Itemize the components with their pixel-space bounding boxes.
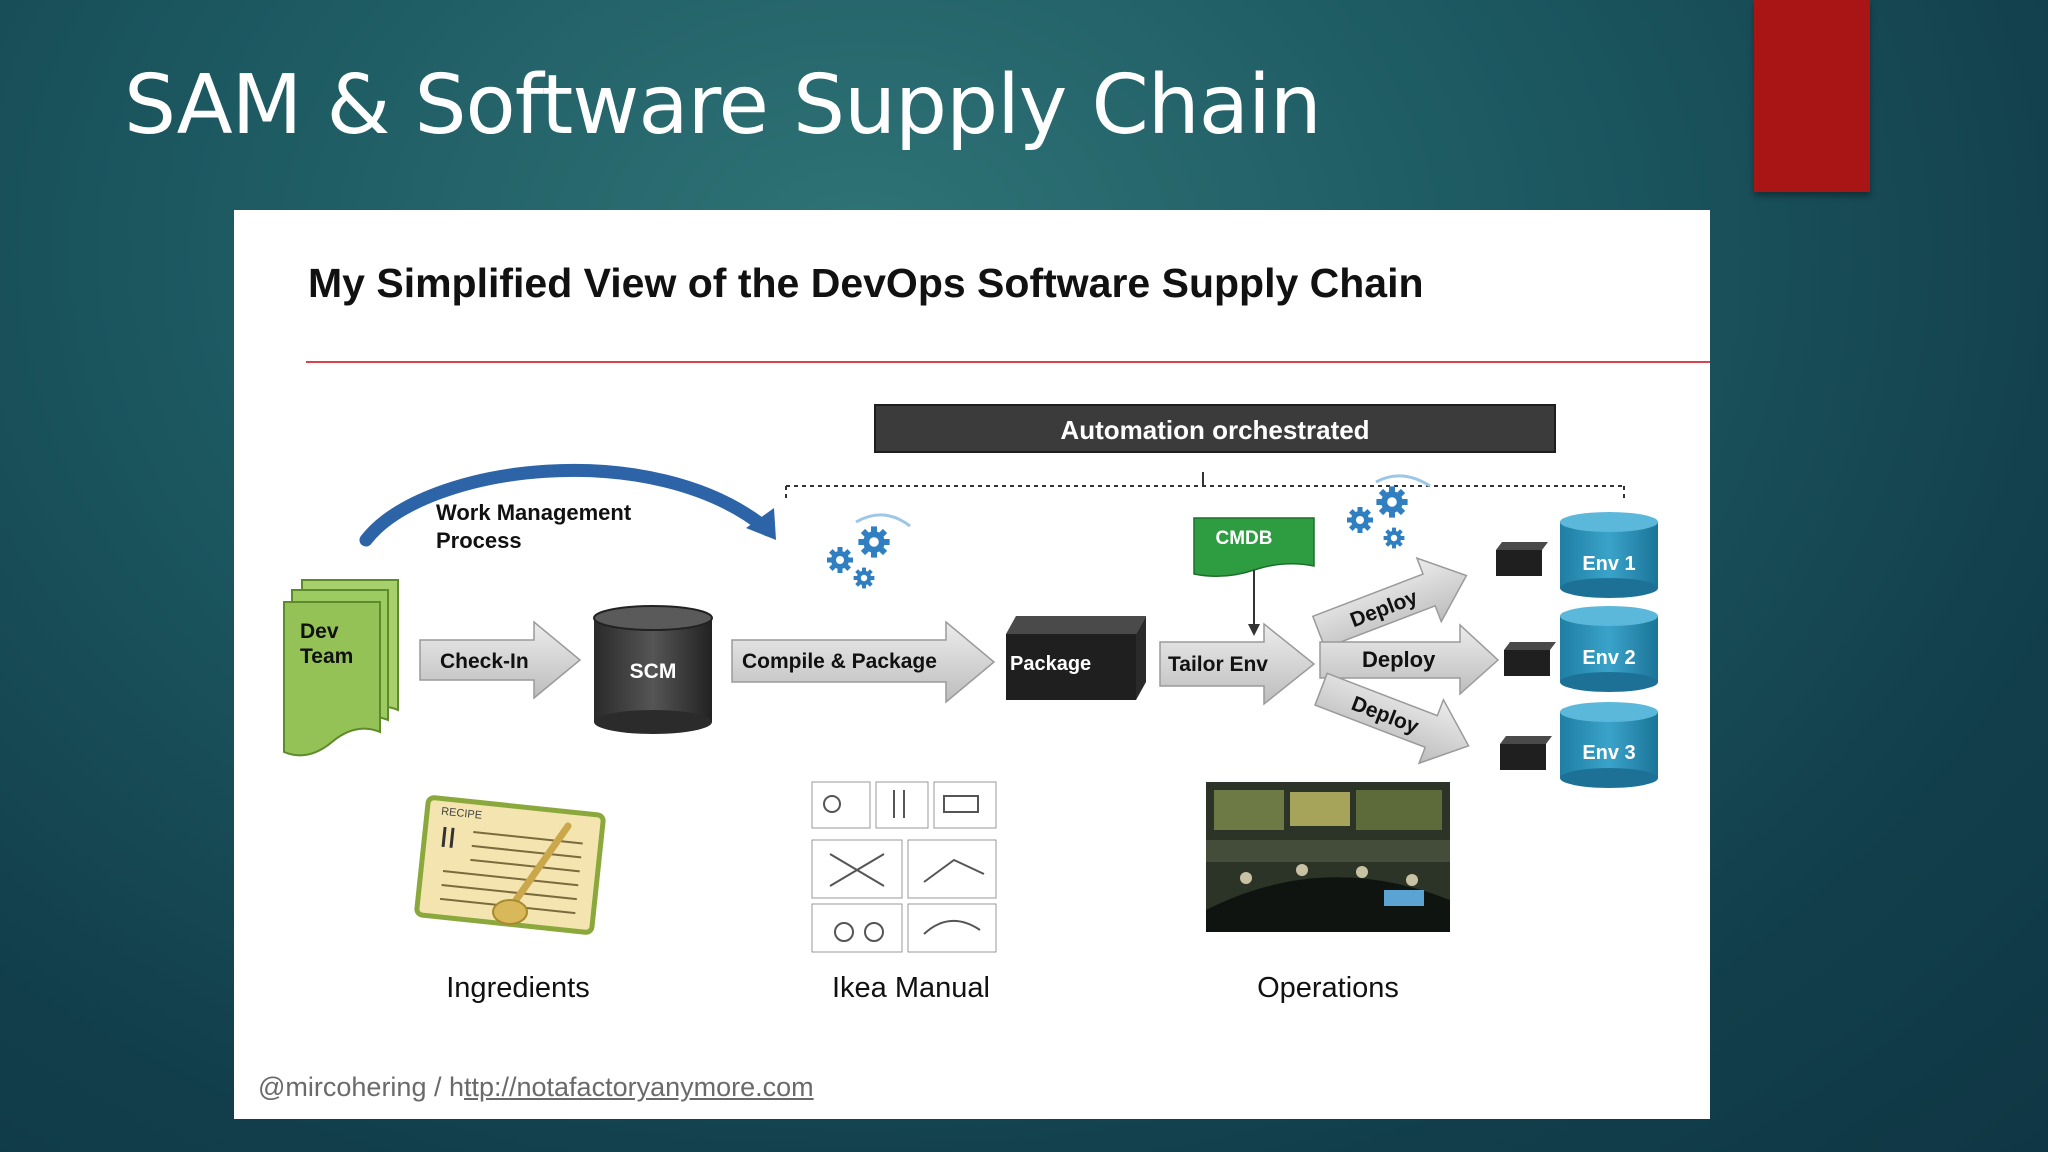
env-3-label: Env 3 bbox=[1582, 742, 1635, 764]
scm-cylinder bbox=[593, 605, 713, 734]
compile-package-label: Compile & Package bbox=[742, 650, 937, 673]
caption-ikea-manual: Ikea Manual bbox=[832, 972, 990, 1004]
package-label: Package bbox=[1010, 653, 1091, 675]
tailor-env-arrow bbox=[1159, 622, 1316, 706]
work-management-arrow bbox=[359, 463, 776, 547]
credit-line: @mircohering / http://notafactoryanymore… bbox=[258, 1072, 814, 1103]
recipe-card-image: RECIPE bbox=[414, 795, 606, 935]
recipe-tag: RECIPE bbox=[441, 806, 483, 822]
dev-team-label-2: Team bbox=[300, 645, 353, 668]
ikea-manual-image bbox=[811, 781, 997, 953]
credit-handle: @mircohering / h bbox=[258, 1072, 464, 1102]
deploy-arrow-2 bbox=[1319, 623, 1500, 696]
env-2-label: Env 2 bbox=[1582, 647, 1635, 669]
dev-team-label-1: Dev bbox=[300, 620, 339, 643]
diagram-heading: My Simplified View of the DevOps Softwar… bbox=[308, 260, 1424, 306]
check-in-label: Check-In bbox=[440, 650, 529, 673]
caption-operations: Operations bbox=[1257, 972, 1399, 1004]
target-box-3 bbox=[1500, 736, 1552, 770]
scm-label: SCM bbox=[630, 660, 677, 683]
caption-ingredients: Ingredients bbox=[446, 972, 590, 1004]
env-2-cylinder bbox=[1560, 606, 1658, 692]
credit-link[interactable]: ttp://notafactoryanymore.com bbox=[463, 1072, 814, 1102]
automation-bracket bbox=[785, 472, 1625, 502]
package-box bbox=[1006, 616, 1146, 700]
tailor-env-label: Tailor Env bbox=[1168, 653, 1268, 676]
cmdb-label: CMDB bbox=[1216, 528, 1273, 549]
gears-icon bbox=[827, 513, 911, 589]
work-management-label-1: Work Management bbox=[436, 500, 632, 525]
deploy-label-2: Deploy bbox=[1362, 647, 1436, 672]
target-box-1 bbox=[1496, 542, 1548, 576]
title-rule bbox=[306, 361, 1710, 363]
supply-chain-diagram: Automation orchestrated Work Management … bbox=[283, 404, 1658, 1004]
slide-title: SAM & Software Supply Chain bbox=[124, 58, 1322, 153]
work-management-label-2: Process bbox=[436, 528, 522, 553]
diagram-panel: My Simplified View of the DevOps Softwar… bbox=[234, 210, 1710, 1119]
check-in-arrow bbox=[419, 620, 582, 700]
compile-package-arrow bbox=[731, 620, 996, 704]
operations-photo bbox=[1206, 782, 1450, 932]
env-3-cylinder bbox=[1560, 702, 1658, 788]
env-1-label: Env 1 bbox=[1582, 553, 1635, 575]
target-box-2 bbox=[1504, 642, 1556, 676]
accent-bar bbox=[1754, 0, 1870, 192]
automation-bar-label: Automation orchestrated bbox=[1060, 415, 1369, 445]
dev-team-icon bbox=[283, 579, 399, 757]
cmdb-flag bbox=[1193, 517, 1315, 636]
gears-icon-deploy bbox=[1347, 474, 1431, 549]
automation-bar: Automation orchestrated bbox=[874, 404, 1556, 453]
env-1-cylinder bbox=[1560, 512, 1658, 598]
